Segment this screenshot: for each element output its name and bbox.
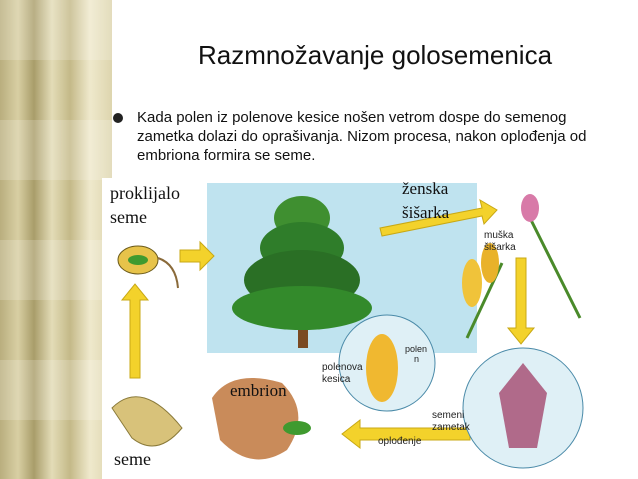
bullet-text: Kada polen iz polenove kesice nošen vetr… [137,109,587,164]
sidebar-tile [0,360,112,420]
sidebar-tile [0,0,112,60]
label-zenska: ženska [402,179,449,198]
winged-seed-icon [111,396,183,447]
pine-tree [232,196,372,348]
label-seme: seme [114,449,151,469]
label-proklijalo: proklijalo [110,183,180,203]
arrow-right-1 [179,240,215,272]
label-sisarka: šišarka [402,203,450,222]
sidebar-tile [0,240,112,300]
tree-crown-base [232,286,372,330]
arrow-right-2 [379,198,498,237]
label-polen: polen [405,344,427,354]
label-polen-n: n [414,354,419,364]
arrow-up [120,283,150,379]
slide-title: Razmnožavanje golosemenica [197,40,553,70]
seed-embryo-icon [128,255,148,265]
decorative-sidebar [0,0,112,479]
embryo-seed-icon [212,378,299,460]
root-icon [157,257,179,289]
life-cycle-diagram: proklijalo seme ženska šišarka muška šiš… [102,178,606,479]
label-embrion: embrion [230,381,287,400]
male-cone-branch-icon [462,243,504,339]
label-muska: muška [484,230,514,241]
ovule-icon [499,363,547,448]
pollen-sac-icon [366,334,398,402]
label-proklijalo-seme: seme [110,207,147,227]
sidebar-tile [0,120,112,180]
female-cone-branch-icon [521,194,582,319]
arrow-down [506,257,536,345]
label-zametak: zametak [432,422,471,433]
label-kesica: kesica [322,374,351,385]
label-oplodjenje: oplođenje [378,436,422,447]
embryo-icon [283,421,311,435]
label-semeni: semeni [432,410,464,421]
label-polenova: polenova [322,362,363,373]
label-muska-sisarka: šišarka [484,242,516,253]
bullet-icon [113,113,123,123]
arrow-left-1 [341,418,471,450]
